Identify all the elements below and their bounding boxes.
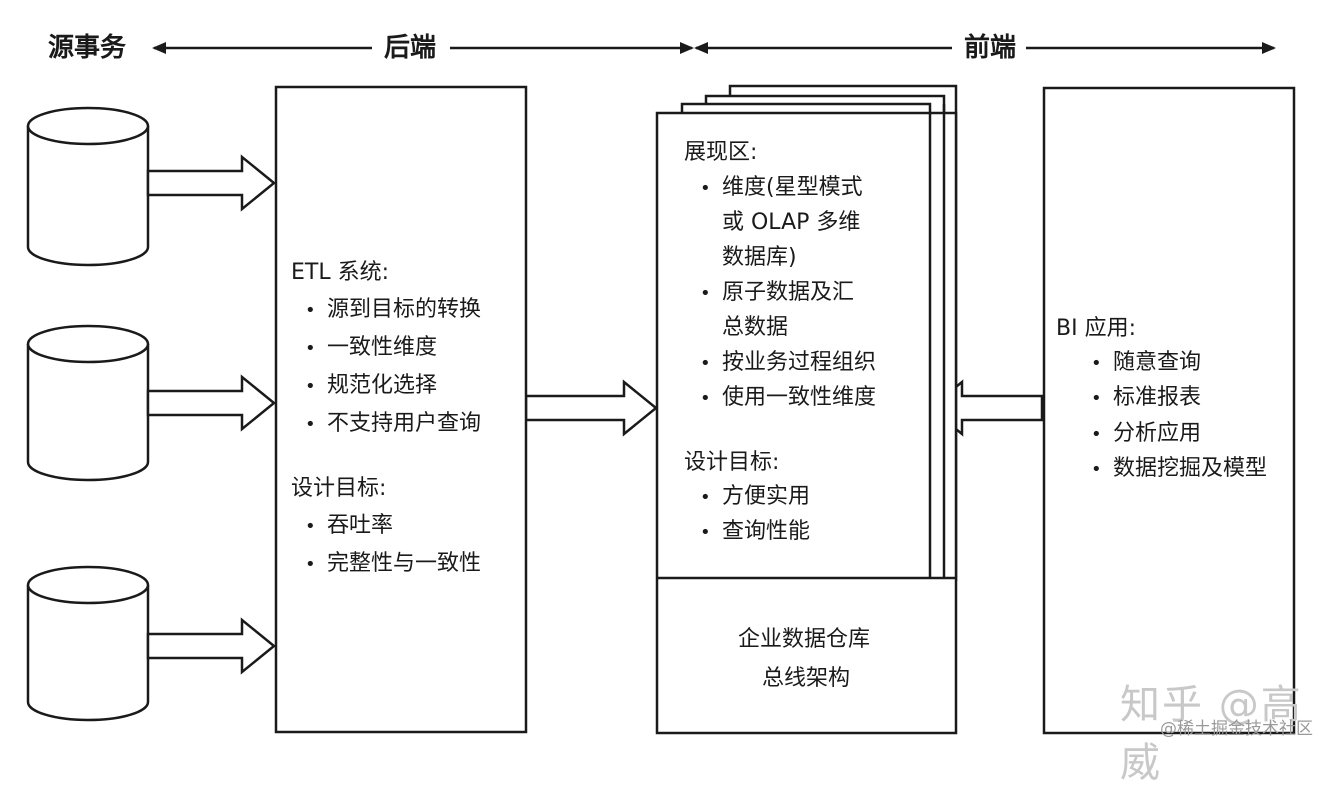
bi-title: BI 应用: bbox=[1056, 316, 1136, 341]
presentation-item-line: 原子数据及汇 bbox=[700, 282, 854, 304]
block-arrow-source1-to-etl bbox=[146, 154, 276, 212]
etl-design-item: 完整性与一致性 bbox=[305, 553, 481, 575]
watermark-juejin: @稀土掘金技术社区 bbox=[1160, 719, 1313, 739]
etl-design-title: 设计目标: bbox=[291, 476, 387, 501]
header-frontend: 前端 bbox=[964, 33, 1017, 63]
presentation-item: 按业务过程组织 bbox=[700, 352, 876, 374]
presentation-item-line: 总数据 bbox=[722, 315, 789, 340]
etl-item: 一致性维度 bbox=[305, 337, 437, 359]
bi-applications-box bbox=[1042, 86, 1296, 735]
presentation-design-title: 设计目标: bbox=[684, 450, 780, 475]
presentation-area-box bbox=[655, 111, 958, 735]
bi-item: 随意查询 bbox=[1091, 352, 1201, 374]
presentation-item-line: 数据库) bbox=[722, 245, 797, 270]
presentation-design-item: 方便实用 bbox=[700, 486, 810, 508]
etl-item: 不支持用户查询 bbox=[305, 413, 481, 435]
header-source-transactions: 源事务 bbox=[48, 33, 127, 63]
header-backend: 后端 bbox=[384, 33, 437, 63]
etl-title: ETL 系统: bbox=[291, 260, 390, 285]
etl-item: 源到目标的转换 bbox=[305, 299, 481, 321]
bus-architecture-label-line: 总线架构 bbox=[762, 666, 851, 691]
etl-item: 规范化选择 bbox=[305, 375, 437, 397]
etl-design-item: 吞吐率 bbox=[305, 515, 393, 537]
source-database-1 bbox=[26, 106, 150, 267]
source-database-3 bbox=[26, 565, 150, 722]
bi-item: 标准报表 bbox=[1091, 387, 1201, 409]
presentation-item-line: 或 OLAP 多维 bbox=[722, 210, 861, 235]
bus-architecture-label-line: 企业数据仓库 bbox=[738, 627, 871, 652]
block-arrow-source3-to-etl bbox=[146, 617, 276, 675]
presentation-design-item: 查询性能 bbox=[700, 521, 810, 543]
bi-item: 分析应用 bbox=[1091, 423, 1201, 445]
diagram-canvas bbox=[26, 42, 1296, 735]
block-arrow-source2-to-etl bbox=[146, 374, 276, 432]
presentation-item: 使用一致性维度 bbox=[700, 387, 876, 409]
source-database-2 bbox=[26, 324, 150, 482]
presentation-item-line: 维度(星型模式 bbox=[700, 177, 863, 199]
block-arrow-etl-to-presentation bbox=[524, 379, 658, 437]
presentation-title: 展现区: bbox=[684, 140, 758, 165]
etl-system-box bbox=[274, 85, 528, 734]
bi-item: 数据挖掘及模型 bbox=[1091, 458, 1267, 480]
